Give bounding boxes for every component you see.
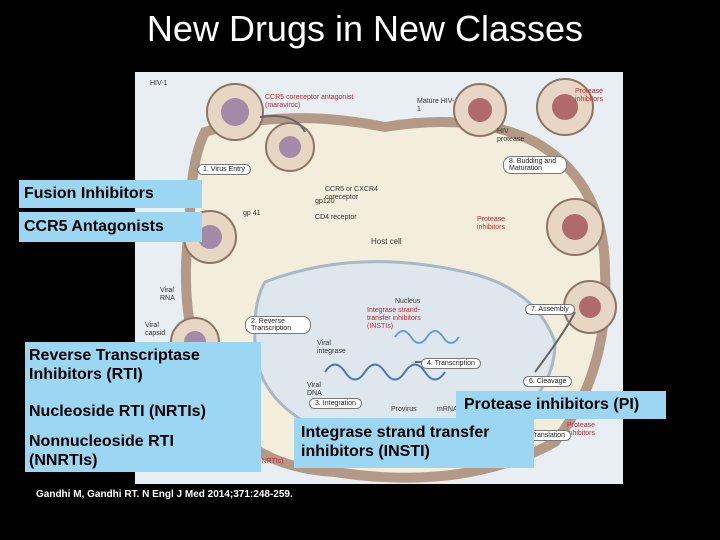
step-reverse-transcription: 2. Reverse Transcription: [245, 316, 311, 334]
dna-strand: [324, 363, 446, 381]
label-provirus: Provirus: [391, 406, 417, 413]
label-viral-capsid: Viral capsid: [145, 322, 166, 337]
step-transcription: 4. Transcription: [421, 358, 481, 369]
step-integration: 3. Integration: [309, 398, 362, 409]
step-cleavage: 6. Cleavage: [523, 376, 573, 387]
label-integrase-inhibitors: Integrase strand-transfer inhibitors (IN…: [367, 307, 421, 330]
label-host-cell: Host cell: [371, 237, 402, 246]
callout-nnrti: Nonnucleoside RTI (NNRTIs): [29, 433, 174, 469]
callout-protease-inhibitors: Protease inhibitors (PI): [456, 391, 666, 419]
slide-title: New Drugs in New Classes: [146, 8, 584, 49]
callout-rti: Reverse Transcriptase Inhibitors (RTI): [29, 347, 200, 383]
callout-ccr5-antagonists: CCR5 Antagonists: [19, 212, 202, 242]
step-virus-entry: 1. Virus Entry: [197, 164, 251, 175]
label-ccr5-antagonist: CCR5 coreceptor antagonist (maraviroc): [265, 94, 354, 109]
step-budding-maturation: 8. Budding and Maturation: [503, 156, 567, 174]
label-mature-hiv: Mature HIV-1: [417, 98, 455, 113]
callout-rti-panel: Reverse Transcriptase Inhibitors (RTI) N…: [25, 342, 261, 472]
label-mrna: mRNA: [437, 406, 458, 413]
virus-entering: [265, 122, 315, 172]
label-viral-integrase: Viral integrase: [317, 340, 346, 355]
label-protease-inhibitors-top: Protease inhibitors: [575, 88, 604, 103]
callout-insti: Integrase strand transfer inhibitors (IN…: [294, 418, 534, 468]
virus-right-mid: [546, 198, 604, 256]
label-gp41: gp 41: [243, 210, 261, 217]
entry-arrow: [259, 115, 306, 133]
virus-mature-top: [453, 83, 507, 137]
label-nucleus: Nucleus: [395, 298, 421, 305]
label-gp120: gp120: [315, 198, 335, 205]
step-assembly: 7. Assembly: [525, 304, 575, 315]
label-hiv-protease: HIV protease: [497, 128, 525, 143]
assembly-arrow: [534, 311, 576, 373]
label-viral-rna: Viral RNA: [160, 287, 175, 302]
label-protease-inhibitors-low: Protease inhibitors: [567, 422, 596, 437]
citation: Gandhi M, Gandhi RT. N Engl J Med 2014;3…: [36, 489, 293, 500]
virus-budding: [563, 280, 617, 334]
label-ccr5-cxcr4: CCR5 or CXCR4 coreceptor: [325, 186, 378, 201]
label-viral-dna: Viral DNA: [307, 382, 322, 397]
label-cd4: CD4 receptor: [315, 214, 357, 221]
callout-nrti: Nucleoside RTI (NRTIs): [29, 403, 206, 420]
virus-top-left: [206, 83, 264, 141]
label-nnrtis: (NRTIs): [259, 458, 284, 465]
callout-fusion-inhibitors: Fusion Inhibitors: [19, 180, 202, 208]
label-protease-inhibitors-mid: Protease inhibitors: [477, 216, 506, 231]
virus-top-right: [536, 78, 594, 136]
dna-strand-2: [394, 330, 460, 344]
label-hiv1: HIV-1: [150, 80, 168, 87]
